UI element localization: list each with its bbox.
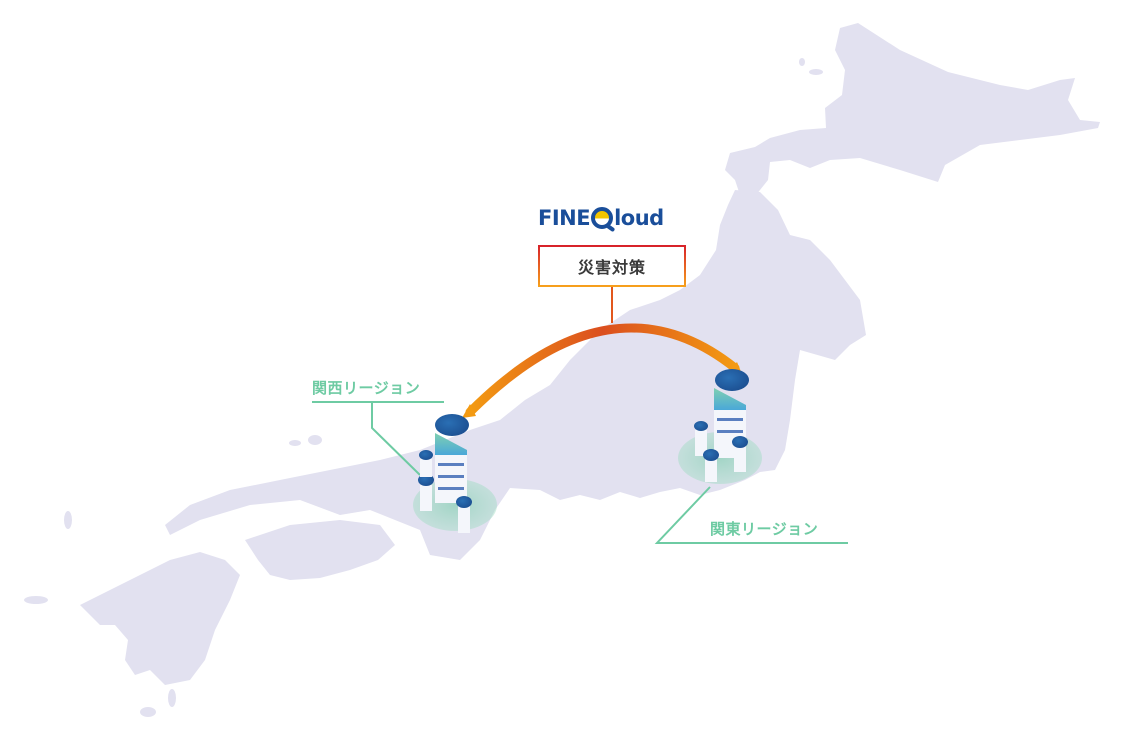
kansai-region-label: 関西リージョン (312, 379, 421, 397)
kanto-server-cluster-icon (678, 369, 762, 484)
kansai-server-cluster-icon (413, 414, 497, 533)
kanto-region-label: 関東リージョン (710, 520, 819, 538)
disaster-recovery-box: 災害対策 (538, 245, 686, 287)
shikoku (245, 520, 395, 580)
land (24, 23, 1100, 717)
kyushu (80, 552, 240, 685)
kansai-leader-line (371, 402, 421, 476)
hokkaido (725, 23, 1100, 200)
logo-q-icon (591, 207, 614, 229)
kanto-leader-line (654, 486, 848, 544)
logo-suffix: loud (614, 206, 664, 230)
fineqloud-logo: FINE loud (538, 203, 664, 233)
replication-arc (465, 323, 740, 417)
arrow-head-kansai (462, 404, 476, 418)
logo-prefix: FINE (538, 206, 591, 230)
